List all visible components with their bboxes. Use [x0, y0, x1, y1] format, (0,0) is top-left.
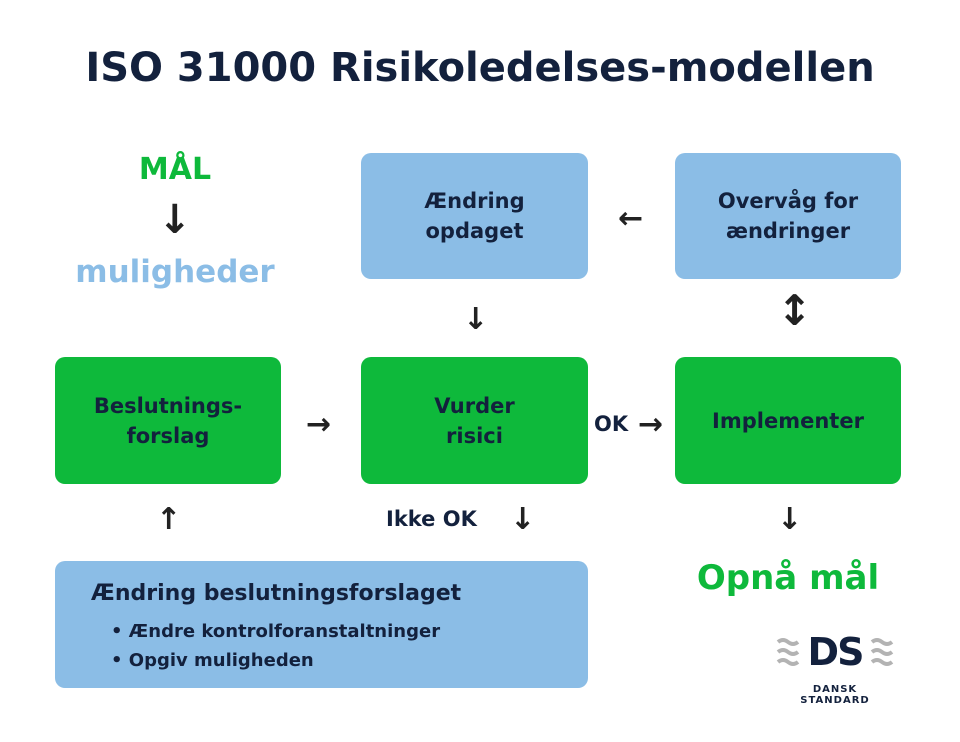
implement-box: Implementer [675, 357, 901, 484]
box-label: Vurder risici [434, 393, 515, 448]
goal-label: MÅL [138, 152, 212, 187]
arrow-down-icon: ↓ [158, 197, 192, 243]
not-ok-label: Ikke OK [386, 507, 477, 531]
arrow-left-icon: ← [618, 201, 644, 236]
logo-mark [776, 638, 894, 666]
bullet-item: • Ændre kontrolforanstaltninger [111, 621, 441, 642]
dansk-standard-logo: DS DANSK STANDARD [776, 630, 894, 706]
arrow-down-icon: ↓ [777, 502, 803, 537]
arrow-right-icon: → [306, 407, 332, 442]
logo-ds: DS [807, 630, 865, 674]
bullet-item: • Opgiv muligheden [111, 650, 314, 671]
decision-box: Beslutnings-forslag [55, 357, 281, 484]
box-title: Ændring beslutningsforslaget [91, 581, 462, 606]
page-title: ISO 31000 Risikoledelses-modellen [85, 45, 875, 91]
arrow-down-icon: ↓ [463, 302, 489, 337]
box-label: Implementer [712, 408, 864, 433]
box-label: Ændring opdaget [424, 189, 525, 243]
logo-text: DANSK STANDARD [800, 684, 870, 706]
box-label: Overvåg for ændringer [717, 189, 859, 243]
assess-box: Vurder risici [361, 357, 588, 484]
ok-label: OK [594, 412, 629, 436]
box-label: Beslutnings-forslag [93, 393, 243, 448]
change-decision-box: Ændring beslutningsforslaget • Ændre kon… [55, 561, 588, 688]
monitor-box: Overvåg for ændringer [675, 153, 901, 279]
achieve-goal-label: Opnå mål [696, 558, 880, 598]
arrow-up-icon: ↑ [156, 502, 182, 537]
opportunities-label: muligheder [75, 254, 275, 290]
arrow-right-icon: → [638, 407, 664, 442]
arrow-down-icon: ↓ [510, 502, 536, 537]
arrow-updown-icon: ↕ [777, 286, 813, 335]
change-detected-box: Ændring opdaget [361, 153, 588, 279]
